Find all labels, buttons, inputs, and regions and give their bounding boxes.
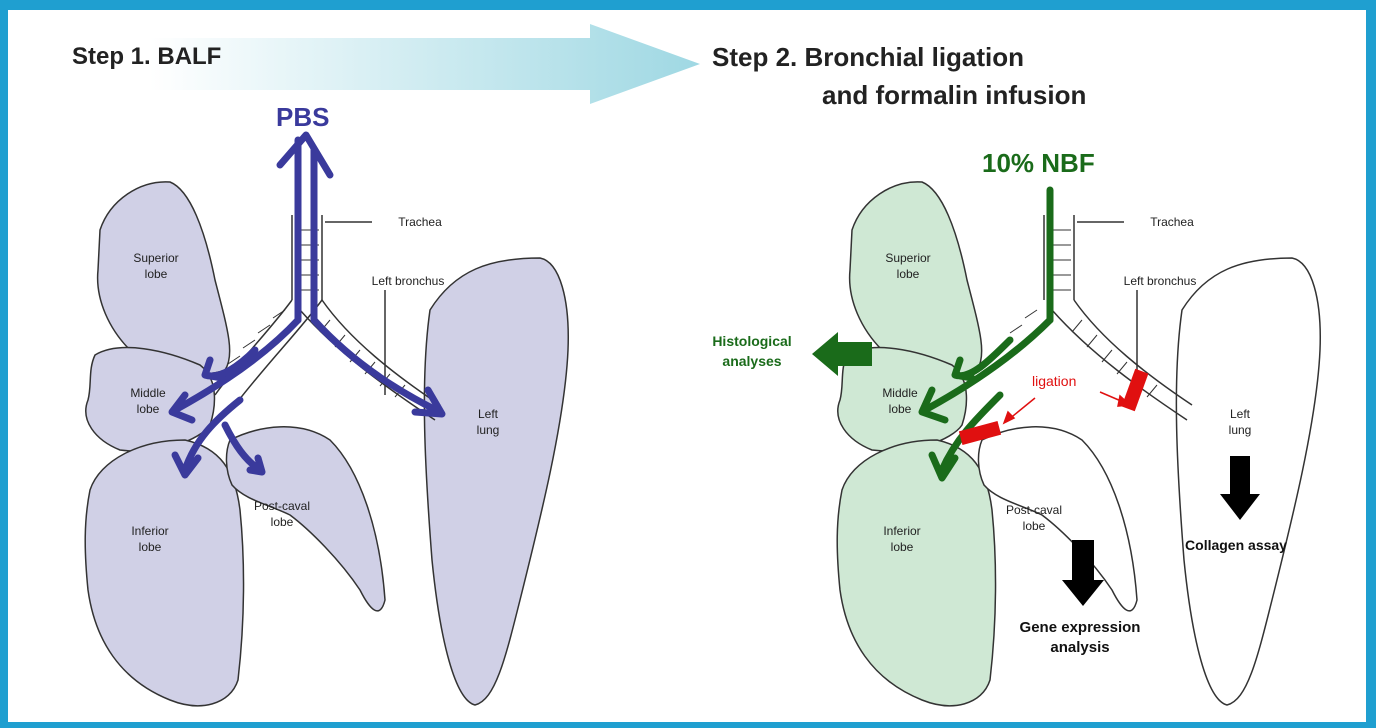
left-bronchus-label-step1: Left bronchus — [372, 274, 445, 288]
inferior-lobe-label2-step2: lobe — [891, 540, 914, 554]
superior-lobe-label2-step2: lobe — [897, 267, 920, 281]
left-lung-step1 — [424, 258, 568, 705]
airway-step1 — [215, 215, 440, 420]
middle-lobe-label-step2: Middle — [882, 386, 918, 400]
postcaval-lobe-step2 — [978, 427, 1137, 611]
middle-lobe-label2-step1: lobe — [137, 402, 160, 416]
inferior-lobe-label-step1: Inferior — [131, 524, 168, 538]
collagen-label: Collagen assay — [1185, 537, 1287, 553]
step2-title-line2: and formalin infusion — [822, 80, 1086, 110]
superior-lobe-label2-step1: lobe — [145, 267, 168, 281]
superior-lobe-label-step1: Superior — [133, 251, 178, 265]
ligation-pointers — [1004, 392, 1130, 423]
inferior-lobe-step1 — [85, 440, 243, 706]
inferior-lobe-label2-step1: lobe — [139, 540, 162, 554]
postcaval-lobe-step1 — [226, 427, 385, 611]
histology-label-line1: Histological — [712, 333, 791, 349]
left-lung-label-step2: Left — [1230, 407, 1251, 421]
histology-label-line2: analyses — [722, 353, 781, 369]
left-lung-label-step1: Left — [478, 407, 499, 421]
gene-expression-label-line1: Gene expression — [1020, 619, 1141, 636]
postcaval-lobe-label2-step2: lobe — [1023, 519, 1046, 533]
superior-lobe-label-step2: Superior — [885, 251, 930, 265]
step1-title: Step 1. BALF — [72, 43, 221, 70]
ligation-label: ligation — [1032, 373, 1076, 389]
process-arrow — [150, 24, 700, 104]
left-lung-label2-step2: lung — [1229, 423, 1252, 437]
diagram-panel: Step 1. BALF Step 2. Bronchial ligation … — [8, 10, 1366, 722]
left-bronchus-label-step2: Left bronchus — [1124, 274, 1197, 288]
pbs-label: PBS — [276, 102, 329, 132]
step2-title-line1: Step 2. Bronchial ligation — [712, 42, 1024, 72]
lung-diagram: Step 1. BALF Step 2. Bronchial ligation … — [8, 10, 1366, 722]
middle-lobe-label-step1: Middle — [130, 386, 166, 400]
trachea-label-step2: Trachea — [1150, 215, 1194, 229]
gene-expression-label-line2: analysis — [1050, 639, 1109, 656]
postcaval-lobe-label2-step1: lobe — [271, 515, 294, 529]
middle-lobe-label2-step2: lobe — [889, 402, 912, 416]
inferior-lobe-label-step2: Inferior — [883, 524, 920, 538]
left-lung-label2-step1: lung — [477, 423, 500, 437]
postcaval-lobe-label-step2: Post-caval — [1006, 503, 1062, 517]
nbf-label: 10% NBF — [982, 148, 1095, 178]
trachea-label-step1: Trachea — [398, 215, 442, 229]
inferior-lobe-step2 — [837, 440, 995, 706]
airway-step2 — [1010, 215, 1192, 420]
postcaval-lobe-label-step1: Post-caval — [254, 499, 310, 513]
